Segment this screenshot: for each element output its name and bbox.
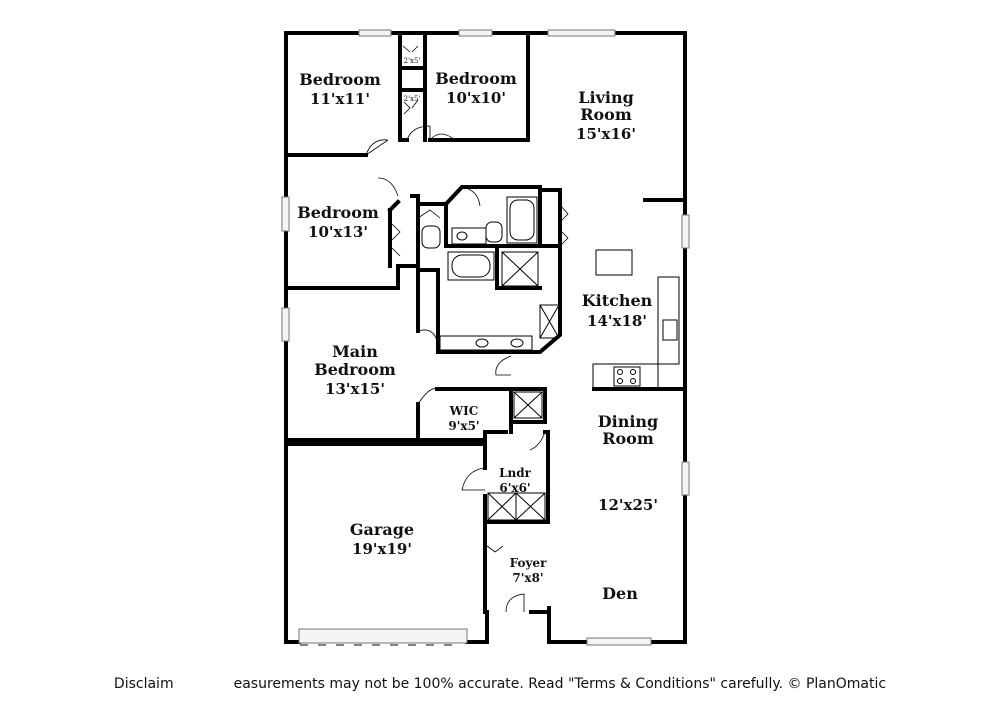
toilet-2 <box>485 221 503 243</box>
room-dims-bedroom-2: 10'x10' <box>446 89 506 107</box>
room-label-dining-1: Dining <box>598 412 658 431</box>
fixtures <box>300 196 680 646</box>
room-label-main-bedroom-2: Bedroom <box>314 360 396 379</box>
room-label-dining-2: Room <box>602 429 654 448</box>
room-label-living-1: Living <box>578 88 634 107</box>
bathtub <box>506 196 538 244</box>
room-dims-dining: 12'x25' <box>598 496 658 514</box>
toilet <box>421 225 441 249</box>
closet-label-b: 2'x5' <box>404 95 421 103</box>
room-label-foyer: Foyer <box>510 556 547 570</box>
room-label-living-2: Room <box>580 105 632 124</box>
stove <box>613 366 641 387</box>
room-dims-wic: 9'x5' <box>448 419 479 433</box>
room-label-wic: WIC <box>449 404 479 418</box>
disclaimer-prefix: Disclaim <box>113 676 174 692</box>
disclaimer-text: easurements may not be 100% accurate. Re… <box>233 676 887 692</box>
room-label-garage: Garage <box>350 520 414 539</box>
tub <box>447 251 495 281</box>
room-dims-living: 15'x16' <box>576 125 636 143</box>
room-label-kitchen: Kitchen <box>582 291 653 310</box>
windows <box>281 29 690 646</box>
room-dims-bedroom-3: 10'x13' <box>308 223 368 241</box>
disclaimer-redaction <box>173 676 234 692</box>
shower <box>501 251 539 287</box>
room-dims-kitchen: 14'x18' <box>587 312 647 330</box>
room-dims-garage: 19'x19' <box>352 540 412 558</box>
room-dims-laundry: 6'x6' <box>499 481 530 495</box>
room-label-bedroom-3: Bedroom <box>297 203 379 222</box>
room-label-bedroom-2: Bedroom <box>435 69 517 88</box>
kitchen-counter-bottom <box>592 363 659 390</box>
room-dims-main-bedroom: 13'x15' <box>325 380 385 398</box>
room-label-den: Den <box>602 584 638 603</box>
room-dims-foyer: 7'x8' <box>512 571 543 585</box>
wic-shelf <box>513 391 543 419</box>
kitchen-island <box>595 249 633 276</box>
room-label-laundry: Lndr <box>499 466 532 480</box>
room-labels: Bedroom 11'x11' Bedroom 10'x10' 2'x5' 2'… <box>297 57 658 603</box>
disclaimer: Disclaim easurements may not be 100% accu… <box>0 676 1000 692</box>
room-label-main-bedroom-1: Main <box>332 342 378 361</box>
kitchen-sink <box>662 319 678 341</box>
room-label-bedroom-1: Bedroom <box>299 70 381 89</box>
doors <box>365 45 569 613</box>
kitchen-counter-right <box>657 276 680 365</box>
main-vanity <box>439 335 533 351</box>
closet-label-a: 2'x5' <box>404 57 421 65</box>
pantry <box>539 304 560 339</box>
room-dims-bedroom-1: 11'x11' <box>310 90 370 108</box>
